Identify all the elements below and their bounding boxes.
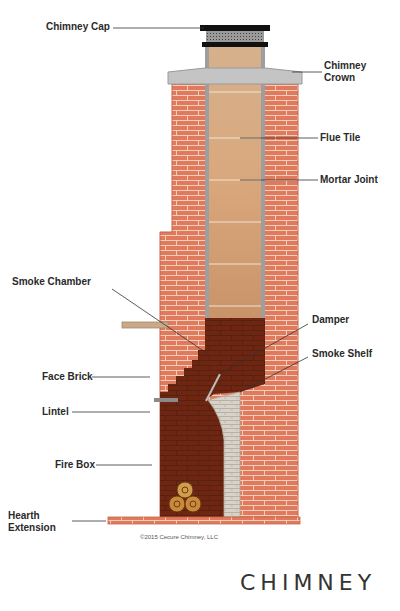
copyright-note: ©2015 Cecure Chimney, LLC [140, 533, 270, 541]
caption-text: CHIMNEY [240, 570, 376, 595]
part-label: Hearth Extension [8, 510, 72, 534]
part-label: Chimney Cap [46, 21, 116, 33]
part-label: Flue Tile [320, 132, 390, 144]
part-label: Face Brick [42, 371, 102, 383]
part-label: Smoke Shelf [312, 348, 392, 360]
part-label: Mortar Joint [320, 174, 395, 186]
part-label: Damper [312, 314, 382, 326]
part-label: Fire Box [55, 459, 105, 471]
part-label: Smoke Chamber [12, 276, 112, 288]
part-label: Lintel [42, 406, 82, 418]
part-label: Chimney Crown [324, 60, 376, 84]
